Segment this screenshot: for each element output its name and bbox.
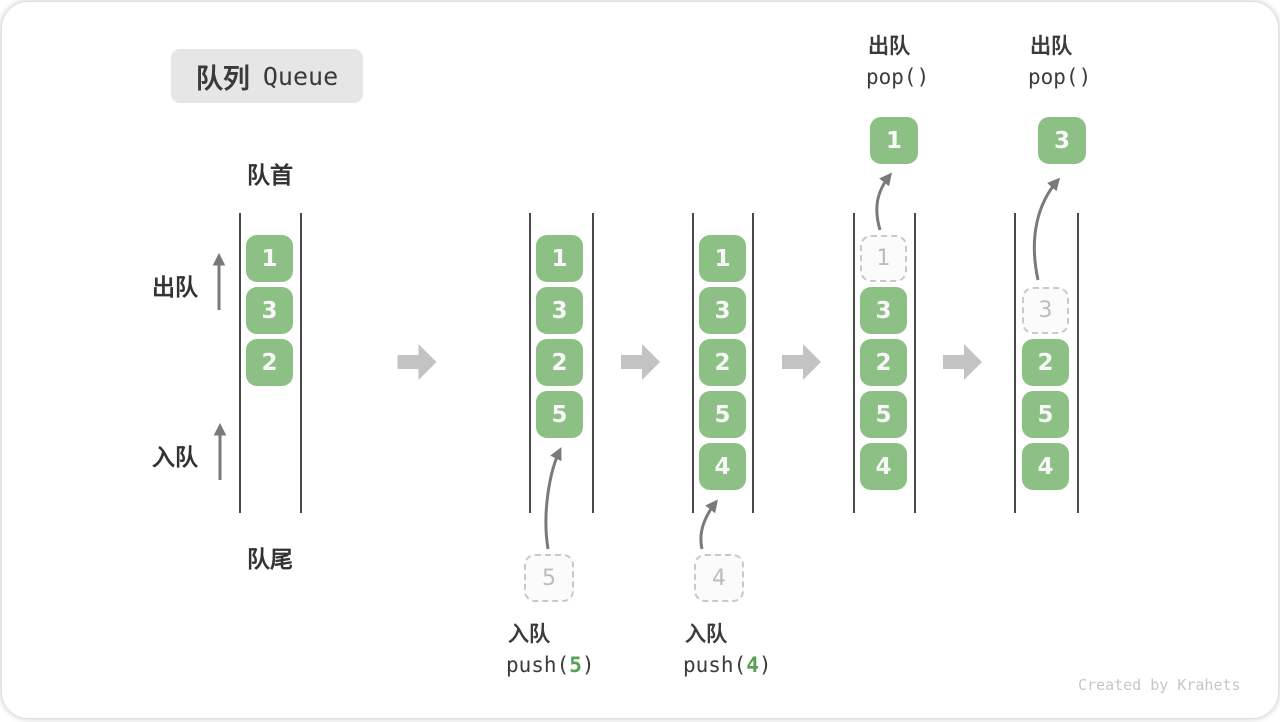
pop-3-arrow: [1032, 177, 1061, 281]
popped-cell: 1: [870, 117, 918, 164]
push-4-arrow: [699, 499, 718, 550]
enqueue-side-label: 入队: [152, 445, 198, 471]
queue-wall-right: [1077, 213, 1079, 513]
op-label: 入队: [508, 622, 550, 646]
queue-wall-left: [853, 213, 855, 513]
incoming-ghost-cell: 4: [694, 554, 744, 602]
title-en: Queue: [262, 61, 339, 91]
queue-wall-left: [1014, 213, 1016, 513]
flow-arrow-4: [943, 344, 982, 380]
queue-wall-left: [529, 213, 531, 513]
op-code-pre: push(: [506, 653, 570, 677]
op-label: 出队: [1030, 34, 1072, 58]
queue-cell: 2: [536, 339, 583, 386]
op-code-post: ): [758, 653, 772, 677]
queue-front-label: 队首: [247, 163, 293, 189]
flow-arrow-3: [782, 344, 821, 380]
op-code: push(4): [683, 653, 772, 677]
queue-cell: 5: [860, 391, 907, 438]
queue-cell: 3: [860, 287, 907, 334]
removed-ghost-cell: 1: [860, 235, 907, 282]
queue-cell: 4: [699, 443, 746, 490]
queue-cell: 1: [246, 235, 293, 282]
op-label: 出队: [868, 34, 910, 58]
queue-wall-right: [592, 213, 594, 513]
queue-cell: 3: [246, 287, 293, 334]
push-5-arrow: [544, 447, 562, 550]
queue-cell: 3: [536, 287, 583, 334]
queue-wall-right: [300, 213, 302, 513]
op-code: pop(): [866, 65, 929, 89]
queue-wall-right: [752, 213, 754, 513]
queue-wall-right: [914, 213, 916, 513]
queue-cell: 1: [699, 235, 746, 282]
queue-wall-left: [239, 213, 241, 513]
op-code-num: 4: [746, 653, 759, 677]
queue-cell: 4: [860, 443, 907, 490]
queue-cell: 2: [246, 339, 293, 386]
incoming-ghost-cell: 5: [524, 554, 574, 602]
op-code-pre: pop(): [1028, 65, 1092, 89]
flow-arrow-2: [621, 344, 660, 380]
flow-arrow-1: [397, 344, 437, 380]
op-code-post: ): [581, 653, 595, 677]
queue-cell: 4: [1022, 443, 1069, 490]
op-label: 入队: [685, 622, 727, 646]
queue-cell: 5: [1022, 391, 1069, 438]
title-badge: 队列 Queue: [171, 49, 363, 103]
queue-cell: 2: [1022, 339, 1069, 386]
queue-cell: 5: [536, 391, 583, 438]
title-zh: 队列: [195, 63, 250, 95]
queue-cell: 3: [699, 287, 746, 334]
op-code-num: 5: [569, 653, 582, 677]
dequeue-side-label: 出队: [152, 275, 198, 301]
popped-cell: 3: [1038, 117, 1086, 164]
queue-rear-label: 队尾: [247, 547, 293, 573]
op-code: pop(): [1028, 65, 1091, 89]
queue-cell: 2: [860, 339, 907, 386]
op-code-pre: pop(): [866, 65, 930, 89]
queue-wall-left: [692, 213, 694, 513]
op-code: push(5): [506, 653, 595, 677]
queue-cell: 1: [536, 235, 583, 282]
removed-ghost-cell: 3: [1022, 287, 1069, 334]
queue-cell: 5: [699, 391, 746, 438]
op-code-pre: push(: [683, 653, 747, 677]
watermark: Created by Krahets: [1078, 676, 1241, 694]
pop-1-arrow: [875, 172, 892, 231]
queue-cell: 2: [699, 339, 746, 386]
